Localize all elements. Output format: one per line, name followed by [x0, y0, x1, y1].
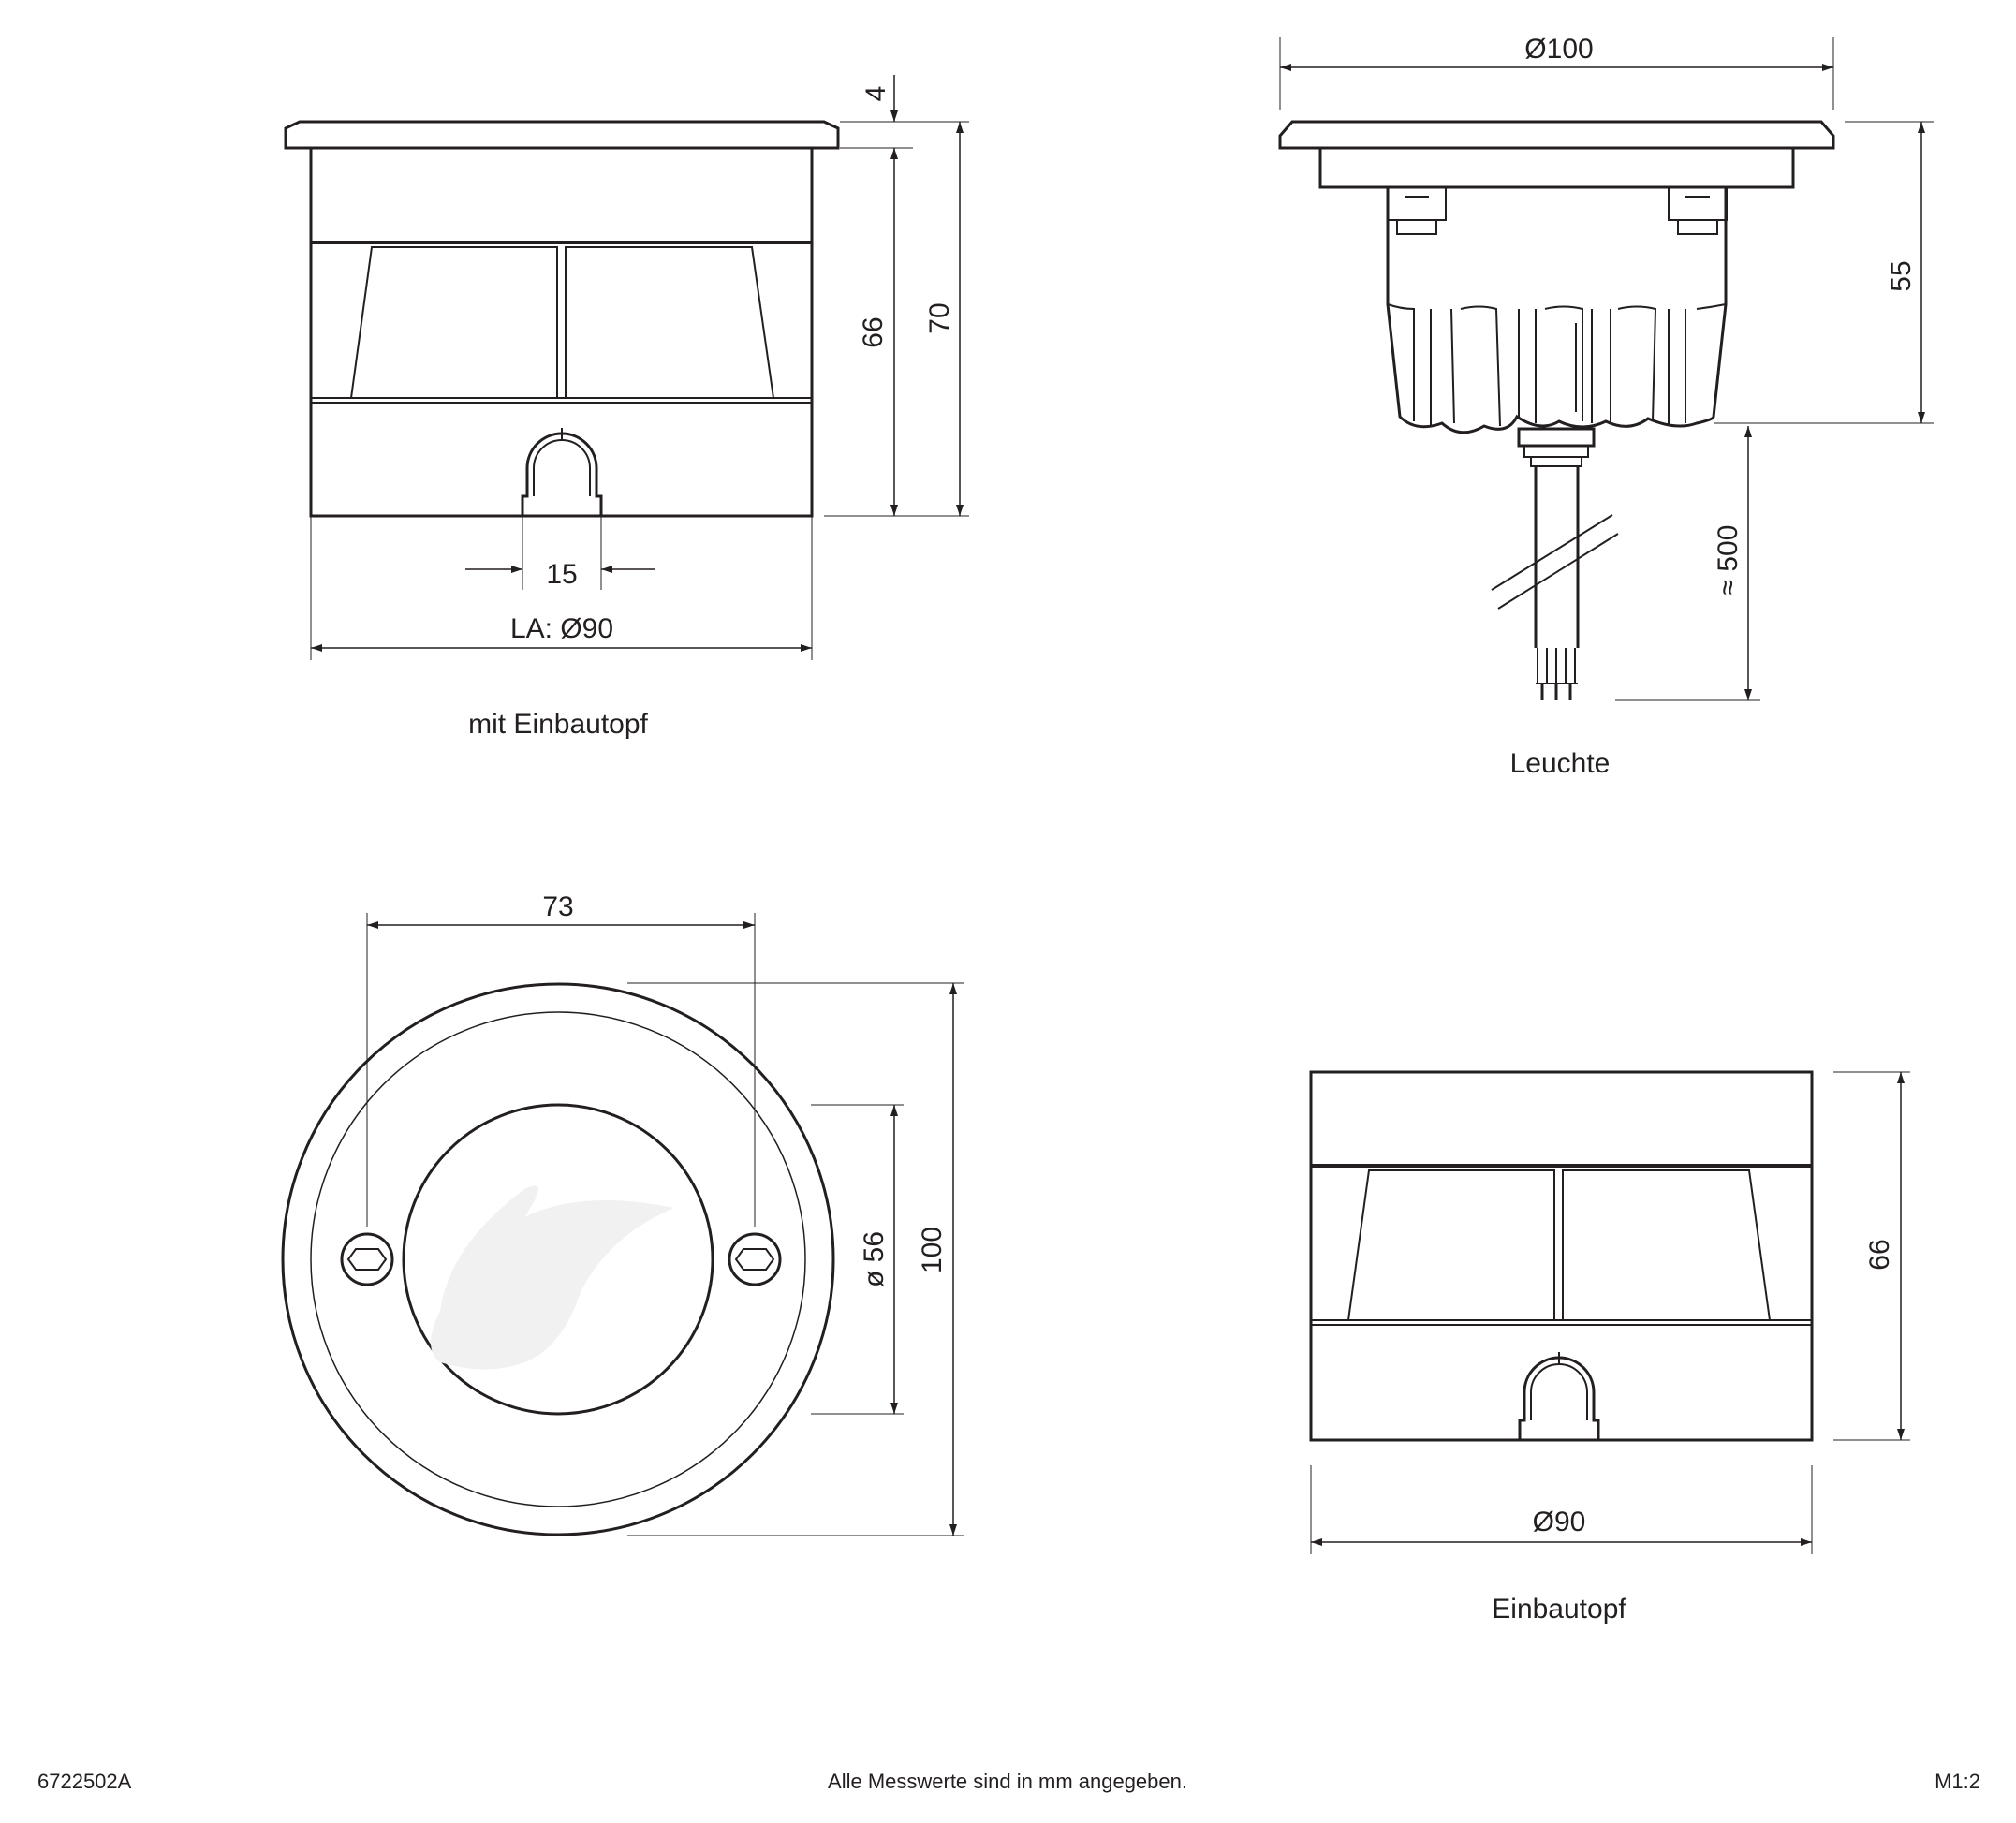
- window-left: [1346, 1169, 1555, 1321]
- flange-outline: [284, 120, 840, 150]
- dim-cable-length: ≈ 500: [1713, 525, 1744, 595]
- window-right: [1562, 1169, 1772, 1321]
- window-right: [565, 246, 775, 399]
- lens-circle: [402, 1103, 714, 1416]
- flange-outline: [1278, 120, 1835, 150]
- view-einbautopf: 66 Ø90 Einbautopf: [1309, 1070, 1910, 1625]
- dim-body-height: 55: [1886, 260, 1917, 291]
- dim-total-height: 70: [924, 302, 955, 333]
- dim-pot-height: 66: [1864, 1239, 1895, 1270]
- view-top: 73 ø 56 100: [281, 891, 964, 1536]
- scale-label: M1:2: [1935, 1770, 1980, 1793]
- dim-screw-spacing: 73: [542, 891, 573, 922]
- dim-inner-height: 66: [858, 316, 889, 347]
- housing-outline: [1309, 1070, 1814, 1442]
- housing-outline: [309, 146, 814, 518]
- dim-lens-diameter: ø 56: [859, 1231, 890, 1287]
- units-note: Alle Messwerte sind in mm angegeben.: [828, 1770, 1187, 1793]
- view-leuchte: Ø100 55 ≈ 500 Leuchte: [1278, 34, 1934, 779]
- footer: 6722502A Alle Messwerte sind in mm angeg…: [37, 1770, 1980, 1793]
- article-number: 6722502A: [37, 1770, 132, 1793]
- dim-slot-width: 15: [546, 559, 577, 590]
- caption-leuchte: Leuchte: [1510, 748, 1611, 779]
- luminaire-body: [1386, 187, 1728, 434]
- dim-flange-thickness: 4: [861, 86, 891, 102]
- caption-mit-einbautopf: mit Einbautopf: [468, 709, 648, 740]
- view-mit-einbautopf: 4 66 70 15 LA: Ø90 mit Einbautopf: [284, 75, 969, 740]
- screw-left: [340, 1232, 394, 1286]
- dim-flange-diameter: Ø100: [1524, 34, 1593, 65]
- dim-outer-diameter: 100: [917, 1227, 948, 1273]
- caption-einbautopf: Einbautopf: [1492, 1594, 1626, 1625]
- dim-pot-diameter: Ø90: [1533, 1507, 1586, 1537]
- flange-circle: [281, 982, 835, 1536]
- screw-right: [728, 1232, 782, 1286]
- window-left: [349, 246, 558, 399]
- dim-cutout-diameter: LA: Ø90: [510, 613, 613, 644]
